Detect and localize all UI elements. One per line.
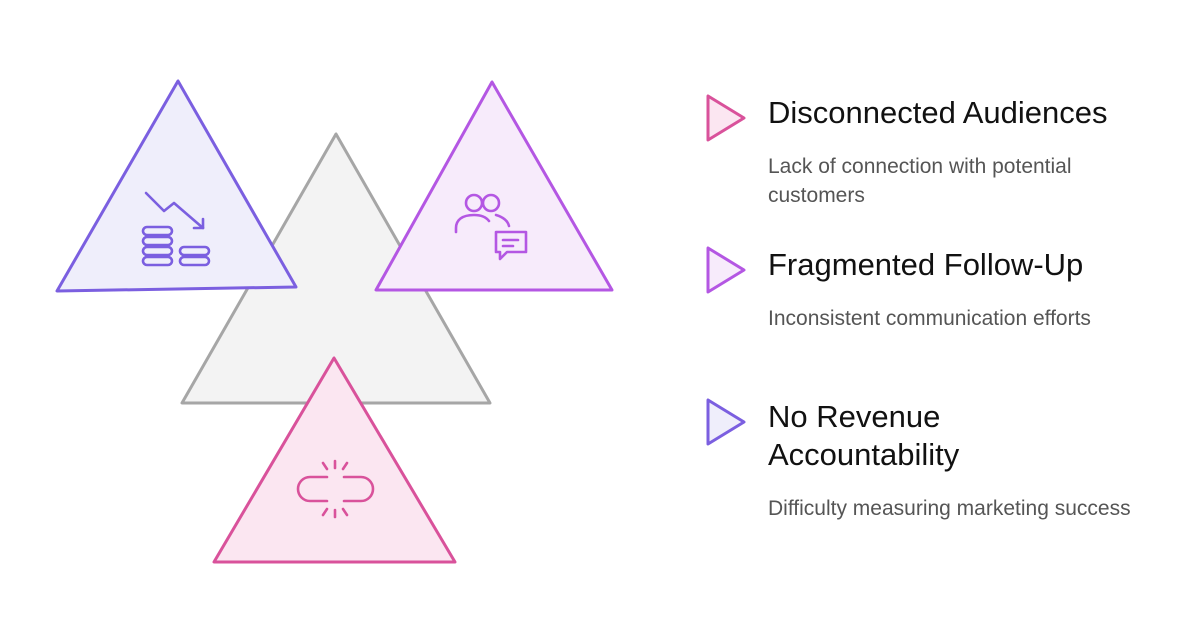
broken-link-icon: [296, 459, 375, 519]
play-triangle-icon: [706, 246, 746, 294]
legend-description: Difficulty measuring marketing success: [768, 497, 1131, 520]
left-triangle: [55, 79, 298, 293]
legend-title: Disconnected Audiences: [768, 95, 1108, 130]
play-triangle-icon: [706, 398, 746, 446]
legend-title: Fragmented Follow-Up: [768, 247, 1084, 282]
legend-description: Inconsistent communication efforts: [768, 307, 1091, 330]
legend-title: No Revenue Accountability: [768, 399, 960, 472]
users-chat-icon: [454, 193, 528, 261]
play-triangle-icon: [706, 94, 746, 142]
declining-revenue-coins-icon: [141, 191, 211, 267]
right-triangle: [374, 80, 614, 292]
legend-description: Lack of connection with potential custom…: [768, 155, 1072, 207]
